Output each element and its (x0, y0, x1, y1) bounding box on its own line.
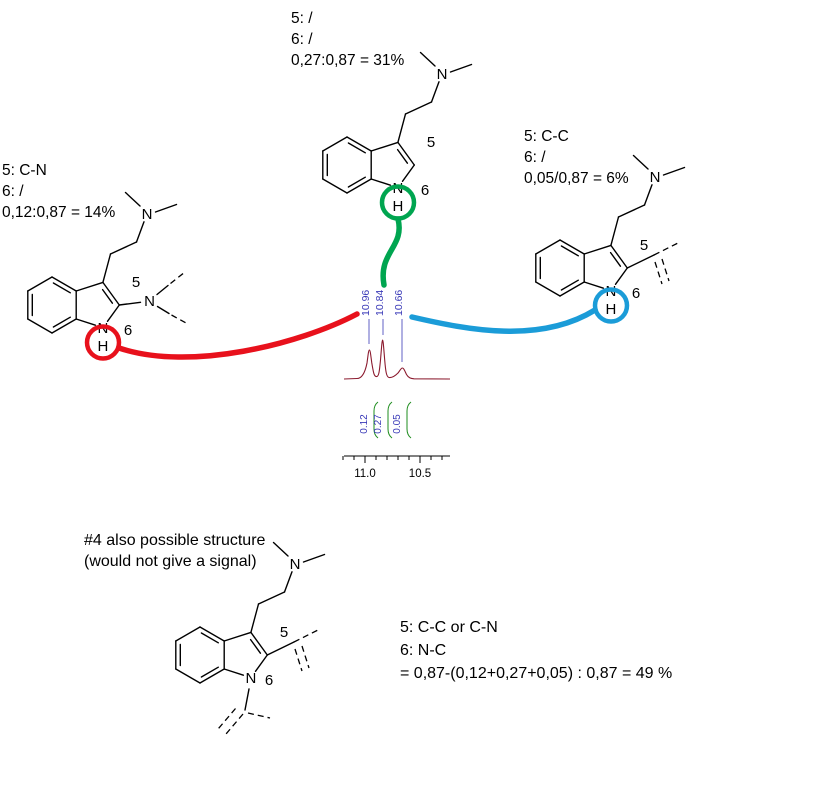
note-line: 5: / (291, 10, 313, 27)
integral-label: 0.27 (373, 414, 384, 434)
structure-right-indole-cc: N H N 5 6 (535, 154, 686, 324)
note-top: 5: / 6: / 0,27:0,87 = 31% (291, 8, 404, 71)
axis-tick-label: 10.5 (409, 468, 431, 480)
nmr-spectrum: 10.96 10.84 10.66 0.12 0.27 0.05 11.0 (342, 290, 451, 480)
partial-bond-dashes (218, 628, 321, 735)
integral-markers (373, 401, 412, 439)
position-6-label: 6 (265, 672, 273, 689)
note-line: 6: / (524, 149, 546, 166)
axis-tick-label: 11.0 (354, 468, 376, 480)
note-right: 5: C-C 6: / 0,05/0,87 = 6% (524, 126, 629, 189)
note-line: (would not give a signal) (84, 553, 257, 570)
note-bottom-calc: 5: C-C or C-N 6: N-C = 0,87-(0,12+0,27+0… (400, 616, 672, 685)
spectrum-curve (343, 339, 451, 380)
note-left: 5: C-N 6: / 0,12:0,87 = 14% (2, 160, 115, 223)
position-5-label: 5 (132, 274, 140, 291)
peak-label: 10.96 (360, 290, 372, 316)
note-line: 5: C-C (524, 128, 569, 145)
note-line: 0,05/0,87 = 6% (524, 170, 629, 187)
note-line: = 0,87-(0,12+0,27+0,05) : 0,87 = 49 % (400, 665, 673, 682)
structure-top-indole-free-nh: N H N 5 6 (322, 51, 473, 221)
note-line: 0,27:0,87 = 31% (291, 52, 405, 69)
x-axis (342, 455, 450, 463)
nh-label: H (97, 338, 108, 355)
note-line: 0,12:0,87 = 14% (2, 204, 116, 221)
bonds (175, 541, 326, 711)
position-5-label: 5 (640, 237, 648, 254)
amine-n-label: N (650, 169, 661, 186)
position-6-label: 6 (632, 285, 640, 302)
position-6-label: 6 (124, 322, 132, 339)
substituent-n-label: N (144, 293, 155, 310)
partial-bond-dashes (170, 271, 187, 324)
highlight-circle-blue (592, 287, 630, 324)
nh-label: H (605, 301, 616, 318)
note-line: 6: / (2, 183, 24, 200)
note-line: #4 also possible structure (84, 532, 266, 549)
peak-leader-lines (368, 319, 403, 362)
amine-n-label: N (437, 66, 448, 83)
structure-bottom-indole-n-substituted: N N 5 6 (175, 541, 326, 735)
partial-bond-dashes (653, 241, 681, 285)
peak-label: 10.66 (393, 290, 405, 316)
amine-n-label: N (290, 556, 301, 573)
note-line: 6: N-C (400, 642, 447, 659)
note-line: 5: C-C or C-N (400, 619, 498, 636)
note-bottom-title: #4 also possible structure (would not gi… (84, 530, 265, 572)
bonds (322, 51, 473, 194)
integral-label: 0.05 (392, 414, 403, 434)
amine-n-label: N (142, 206, 153, 223)
position-6-label: 6 (421, 182, 429, 199)
ring-n-label: N (245, 670, 256, 687)
peak-label: 10.84 (374, 290, 386, 316)
note-line: 6: / (291, 31, 313, 48)
integral-label: 0.12 (359, 414, 370, 434)
position-5-label: 5 (427, 134, 435, 151)
structure-left-indole-cn: N H N N 5 6 (27, 191, 187, 361)
note-line: 5: C-N (2, 162, 47, 179)
bonds (535, 154, 686, 297)
bonds (27, 191, 178, 334)
nh-label: H (392, 198, 403, 215)
position-5-label: 5 (280, 624, 288, 641)
